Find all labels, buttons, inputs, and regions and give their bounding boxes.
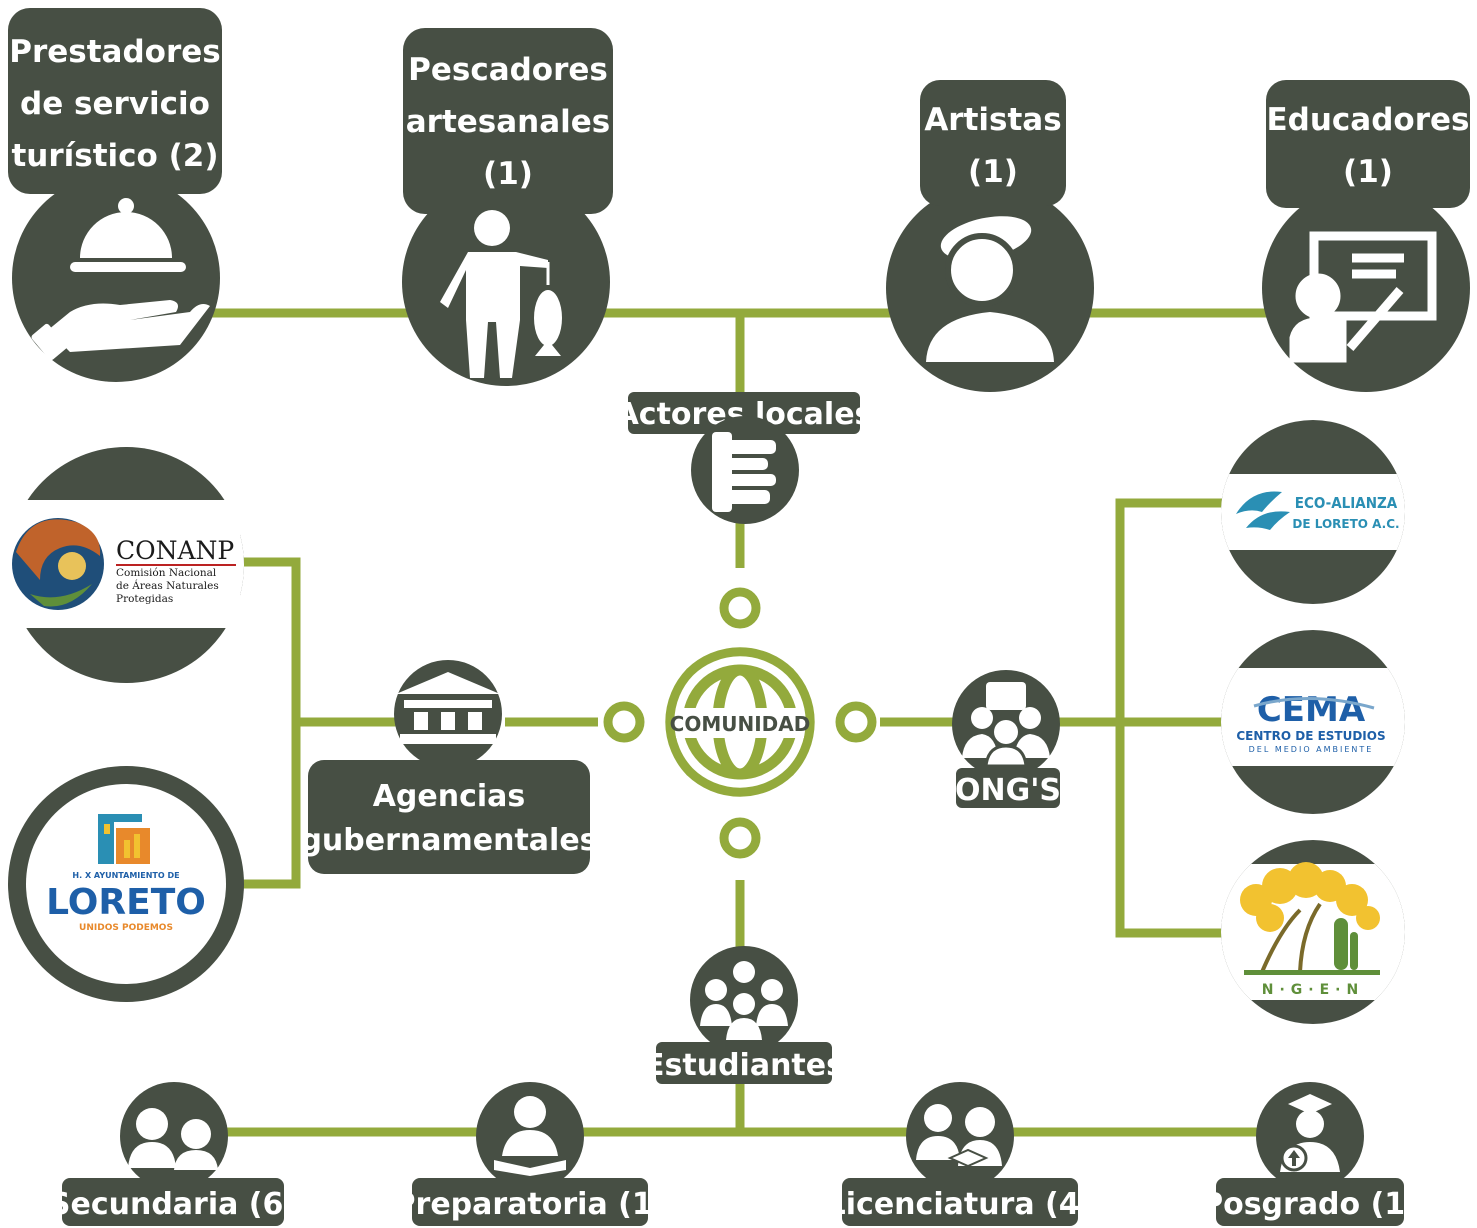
actor-pescadores-line1: Pescadores xyxy=(408,52,608,88)
conanp-logo: CONANP Comisión Nacional de Áreas Natura… xyxy=(8,447,244,683)
estudiantes-group: Estudiantes Secundaria (6) Preparatoria … xyxy=(49,946,1419,1226)
level-posgrado-label: Posgrado (1) xyxy=(1201,1187,1419,1222)
level-preparatoria-label: Preparatoria (1) xyxy=(394,1187,667,1222)
cema-line1: CENTRO DE ESTUDIOS xyxy=(1236,729,1385,743)
cema-name: CEMA xyxy=(1257,690,1366,730)
hub-nodes xyxy=(603,587,877,859)
fisherman-icon xyxy=(440,210,562,378)
estudiantes-label: Estudiantes xyxy=(644,1048,844,1083)
serving-cloche-icon xyxy=(31,198,210,361)
ongs-label: ONG'S xyxy=(955,773,1061,808)
hub-label: COMUNIDAD xyxy=(670,712,811,736)
teacher-board-icon xyxy=(1289,231,1437,363)
graduate-cap-icon xyxy=(1280,1094,1340,1172)
conanp-sub-2: de Áreas Naturales xyxy=(116,578,219,592)
actores-locales-group: Prestadores de servicio turístico (2) Pe… xyxy=(8,8,1470,524)
level-preparatoria: Preparatoria (1) xyxy=(394,1082,667,1226)
eco-line2: DE LORETO A.C. xyxy=(1292,517,1399,531)
loreto-sub: UNIDOS PODEMOS xyxy=(79,923,173,933)
loreto-top: H. X AYUNTAMIENTO DE xyxy=(72,871,179,880)
ngen-name: N·G·E·N xyxy=(1262,982,1364,998)
level-licenciatura: Licenciatura (4) xyxy=(827,1082,1094,1226)
loreto-logo: H. X AYUNTAMIENTO DE LORETO UNIDOS PODEM… xyxy=(8,766,244,1002)
hub-arcs xyxy=(665,647,815,797)
loreto-name: LORETO xyxy=(46,882,206,923)
reading-student-icon xyxy=(494,1096,566,1176)
actor-educadores: Educadores (1) xyxy=(1262,80,1470,392)
cema-logo: CEMA CENTRO DE ESTUDIOS DEL MEDIO AMBIEN… xyxy=(1221,630,1405,814)
actor-prestadores-line2: de servicio xyxy=(20,86,210,122)
conanp-emblem-icon xyxy=(12,518,104,610)
level-posgrado: Posgrado (1) xyxy=(1201,1082,1419,1226)
dolphin-icon xyxy=(1236,491,1290,530)
level-secundaria-label: Secundaria (6) xyxy=(49,1187,297,1222)
handshake-icon xyxy=(712,432,776,512)
actor-pescadores: Pescadores artesanales (1) xyxy=(402,28,613,386)
conanp-name: CONANP xyxy=(116,536,234,565)
actor-prestadores: Prestadores de servicio turístico (2) xyxy=(8,8,222,382)
conanp-sub-1: Comisión Nacional xyxy=(116,567,217,579)
level-licenciatura-label: Licenciatura (4) xyxy=(827,1187,1094,1222)
actor-artistas: Artistas (1) xyxy=(886,80,1094,392)
students-group-icon xyxy=(700,961,788,1040)
actor-artistas-line1: Artistas xyxy=(924,102,1061,138)
agencias-group: CONANP Comisión Nacional de Áreas Natura… xyxy=(8,447,598,1002)
ongs-label-bg xyxy=(956,768,1060,808)
cema-line2: DEL MEDIO AMBIENTE xyxy=(1249,745,1374,754)
actor-prestadores-line3: turístico (2) xyxy=(11,138,218,174)
ongs-group: ONG'S ECO-ALIANZA DE LORETO A.C. CEMA CE… xyxy=(952,420,1405,1024)
conanp-sub-3: Protegidas xyxy=(116,593,173,605)
palo-verde-tree-icon xyxy=(1240,862,1380,975)
agencias-label-bg xyxy=(308,760,590,874)
government-building-icon xyxy=(396,672,500,744)
connector-lines xyxy=(170,308,1315,1137)
actor-artistas-line2: (1) xyxy=(968,154,1018,190)
eco-alianza-logo: ECO-ALIANZA DE LORETO A.C. xyxy=(1221,420,1405,604)
actor-prestadores-line1: Prestadores xyxy=(9,34,220,70)
artist-beret-icon xyxy=(926,216,1054,362)
loreto-emblem-icon xyxy=(98,814,150,864)
actor-educadores-line2: (1) xyxy=(1343,154,1393,190)
two-students-icon xyxy=(128,1108,218,1170)
ngen-logo: N·G·E·N xyxy=(1221,840,1405,1024)
agencias-label-line1: Agencias xyxy=(373,779,526,814)
hub-label-bg xyxy=(676,708,804,738)
level-secundaria: Secundaria (6) xyxy=(49,1082,297,1226)
actores-label-bg xyxy=(628,392,860,434)
eco-line1: ECO-ALIANZA xyxy=(1295,494,1398,512)
agencias-label-line2: gubernamentales xyxy=(300,823,597,858)
puzzle-group-icon xyxy=(962,682,1050,768)
cema-swoosh xyxy=(1253,697,1375,710)
graduates-icon xyxy=(916,1104,1002,1168)
estudiantes-label-bg xyxy=(656,1042,832,1084)
actor-educadores-line1: Educadores xyxy=(1267,102,1470,138)
actor-pescadores-line3: (1) xyxy=(483,156,533,192)
community-hub: COMUNIDAD xyxy=(603,587,877,859)
actor-pescadores-line2: artesanales xyxy=(406,104,611,140)
